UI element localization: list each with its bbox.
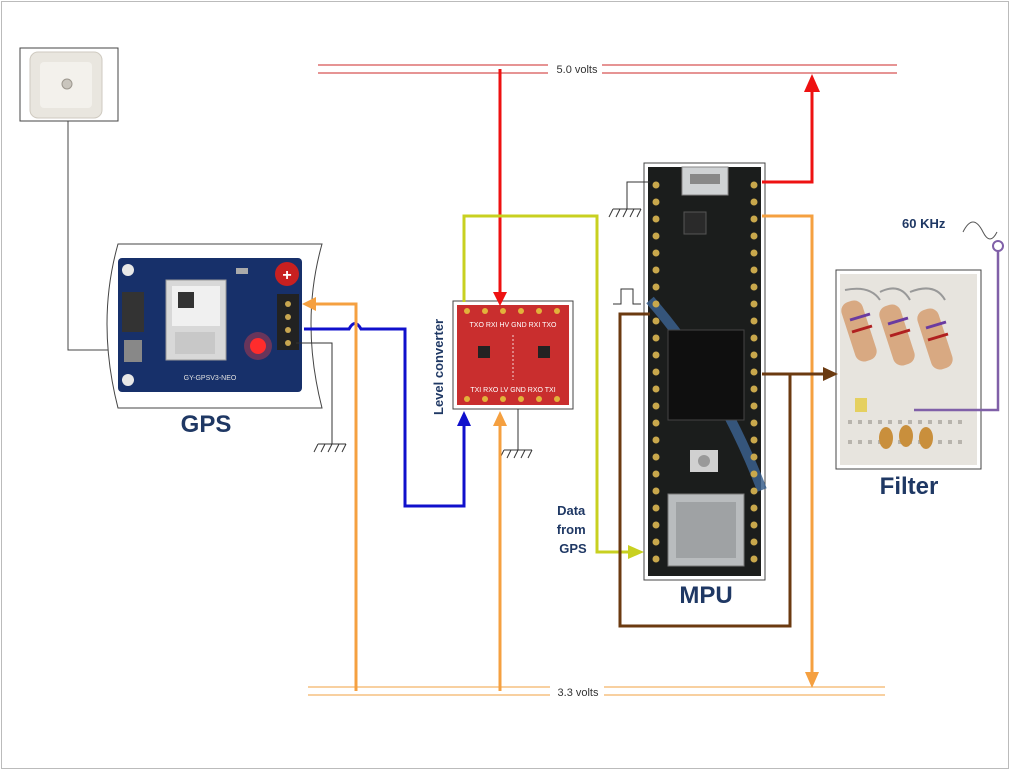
signal-terminal	[992, 240, 1004, 252]
wire-3v3-to-gps	[312, 302, 358, 691]
rail-3v3: 3.3 volts	[308, 685, 885, 699]
data-label-line2: from	[557, 522, 586, 537]
mpu-label: MPU	[679, 582, 732, 609]
level-converter-board: TXO RXI HV GND RXI TXO TXI RXO LV GND RX…	[452, 300, 574, 410]
data-label-line3: GPS	[559, 541, 587, 556]
svg-text:+: +	[282, 267, 291, 284]
signal-frequency-label: 60 KHz	[902, 216, 946, 231]
data-from-gps-label: Data from GPS	[557, 503, 590, 556]
lc-ground-icon	[499, 449, 533, 459]
rail-5v-label: 5.0 volts	[557, 64, 598, 76]
gps-ground-wire	[296, 342, 333, 444]
gps-module: + GY-GPSV3-NEO	[106, 243, 323, 409]
rail-5v: 5.0 volts	[318, 63, 897, 76]
data-label-line1: Data	[557, 503, 586, 518]
rail-3v3-label: 3.3 volts	[558, 687, 599, 699]
gps-antenna	[19, 47, 119, 122]
level-converter-pins-bottom: TXI RXO LV GND RXO TXI	[470, 387, 555, 394]
filter-label: Filter	[880, 473, 939, 500]
filter-signal-wire	[914, 251, 1000, 412]
sine-wave-icon	[962, 221, 998, 240]
pps-pulse-icon	[613, 288, 641, 305]
gps-ground-icon	[313, 443, 347, 453]
gps-silkscreen: GY-GPSV3-NEO	[184, 375, 237, 382]
level-converter-label: Level converter	[431, 319, 446, 415]
mpu-board	[643, 162, 767, 581]
mpu-ground-wire	[626, 181, 650, 209]
level-converter-pins-top: TXO RXI HV GND RXI TXO	[470, 322, 558, 329]
gps-label: GPS	[181, 411, 232, 438]
wire-gps-data	[462, 214, 630, 554]
wire-pps	[618, 312, 826, 628]
mpu-ground-icon	[608, 208, 642, 218]
wire-mpu-to-5v	[762, 86, 814, 184]
filter-board	[835, 269, 982, 470]
wire-mpu-3v3-out	[762, 214, 814, 676]
antenna-cable	[67, 121, 116, 351]
